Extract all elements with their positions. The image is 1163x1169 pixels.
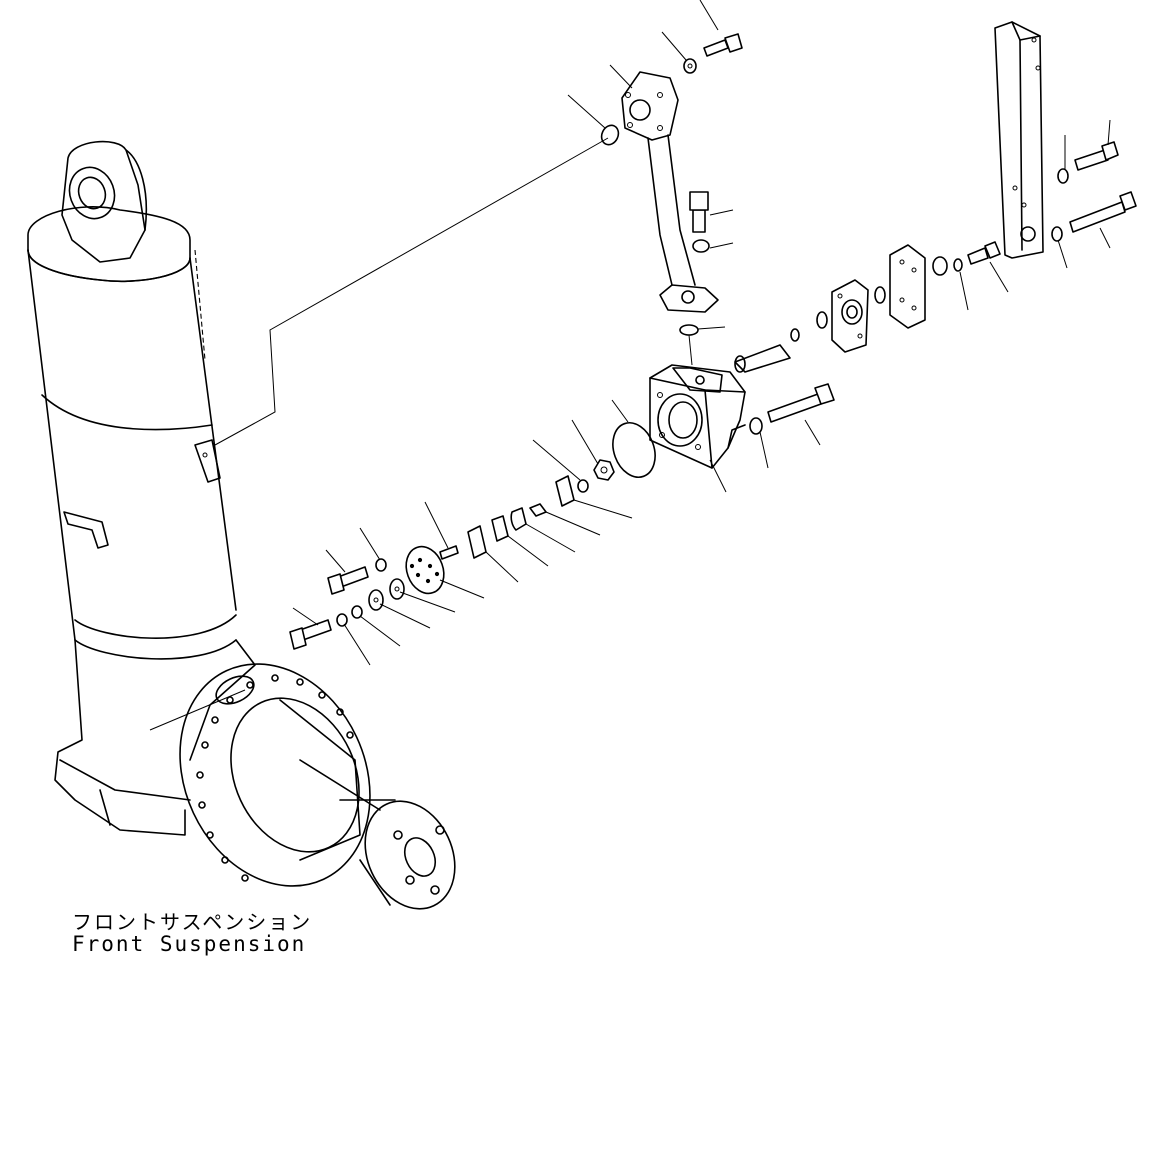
caption-japanese: フロントサスペンション xyxy=(72,910,313,934)
flange-bolt-holes xyxy=(196,674,445,895)
callout-leaders xyxy=(292,0,1111,666)
suspension-cylinder xyxy=(27,137,609,910)
small-parts-row xyxy=(289,459,615,650)
upper-pipe-assembly xyxy=(600,33,743,336)
right-bracket xyxy=(994,21,1137,259)
caption-english: Front Suspension xyxy=(72,932,307,956)
valve-block xyxy=(612,241,1001,478)
